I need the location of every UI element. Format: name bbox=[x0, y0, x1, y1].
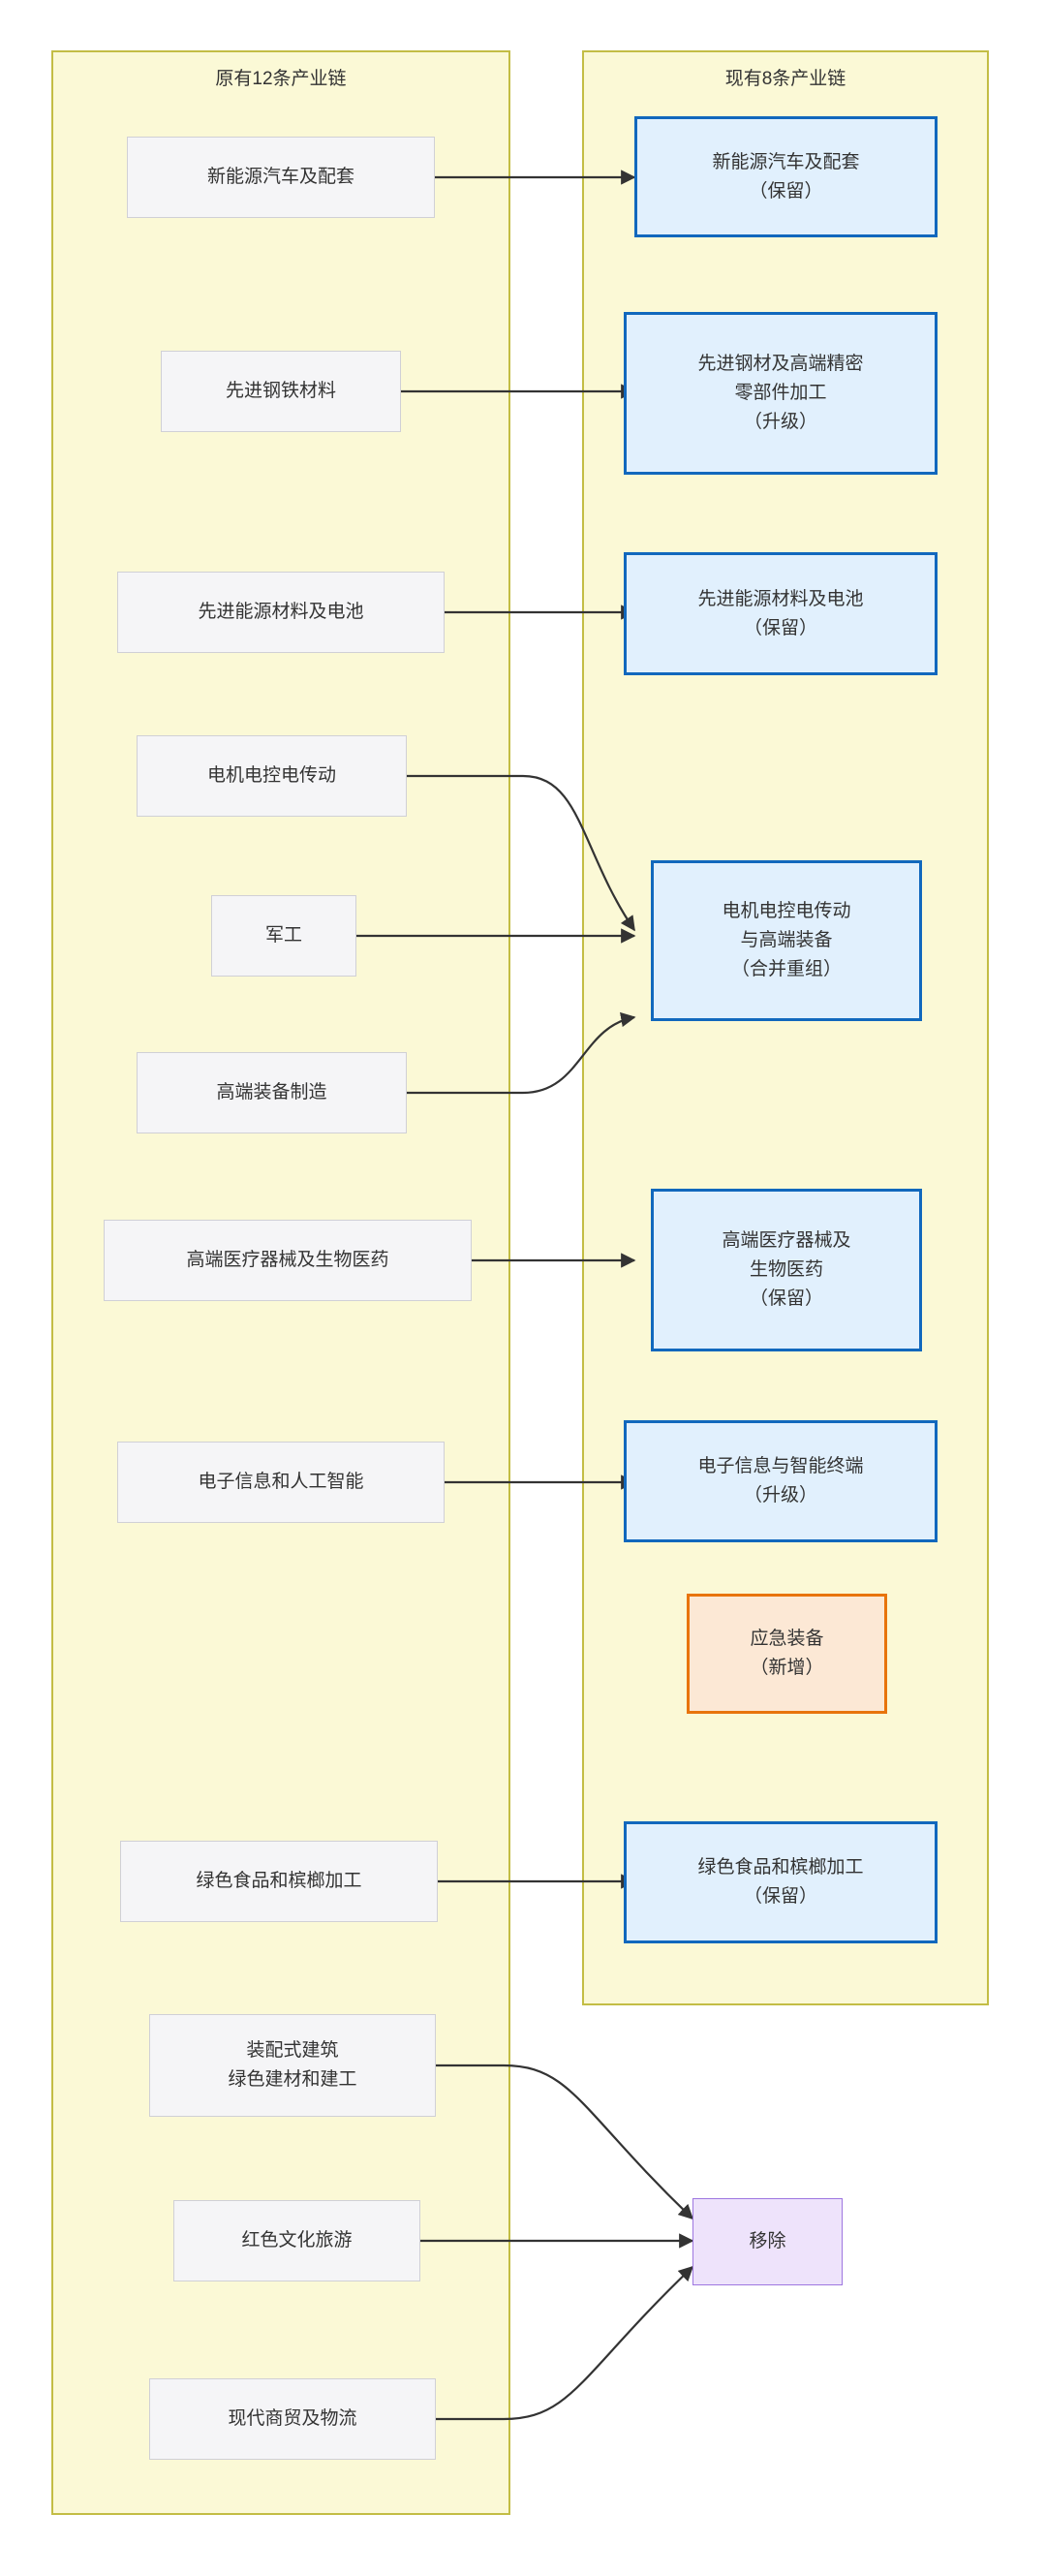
node-current-nev[interactable]: 新能源汽车及配套 （保留） bbox=[634, 116, 938, 237]
node-old-military[interactable]: 军工 bbox=[211, 895, 356, 977]
node-old-logistics[interactable]: 现代商贸及物流 bbox=[149, 2378, 436, 2460]
node-old-food[interactable]: 绿色食品和槟榔加工 bbox=[120, 1841, 438, 1922]
cluster-old-title: 原有12条产业链 bbox=[215, 69, 347, 89]
node-current-food[interactable]: 绿色食品和槟榔加工 （保留） bbox=[624, 1821, 938, 1943]
node-old-equipment[interactable]: 高端装备制造 bbox=[137, 1052, 407, 1133]
node-current-steel[interactable]: 先进钢材及高端精密 零部件加工 （升级） bbox=[624, 312, 938, 475]
node-current-medical[interactable]: 高端医疗器械及 生物医药 （保留） bbox=[651, 1189, 922, 1351]
node-old-tourism[interactable]: 红色文化旅游 bbox=[173, 2200, 420, 2281]
node-current-motor[interactable]: 电机电控电传动 与高端装备 （合并重组） bbox=[651, 860, 922, 1021]
node-current-electronic[interactable]: 电子信息与智能终端 （升级） bbox=[624, 1420, 938, 1542]
node-old-electronic[interactable]: 电子信息和人工智能 bbox=[117, 1442, 445, 1523]
edge-logistics-removed bbox=[436, 2265, 694, 2421]
edge-motor bbox=[407, 774, 635, 932]
node-old-energy[interactable]: 先进能源材料及电池 bbox=[117, 572, 445, 653]
node-old-motor[interactable]: 电机电控电传动 bbox=[137, 735, 407, 817]
edge-equipment bbox=[407, 1011, 636, 1095]
cluster-current-title: 现有8条产业链 bbox=[724, 69, 846, 89]
node-current-energy[interactable]: 先进能源材料及电池 （保留） bbox=[624, 552, 938, 675]
node-old-steel[interactable]: 先进钢铁材料 bbox=[161, 351, 401, 432]
node-current-emergency[interactable]: 应急装备 （新增） bbox=[687, 1594, 887, 1714]
node-old-nev[interactable]: 新能源汽车及配套 bbox=[127, 137, 435, 218]
node-old-medical[interactable]: 高端医疗器械及生物医药 bbox=[104, 1220, 472, 1301]
edge-build-removed bbox=[436, 2064, 694, 2220]
node-old-build[interactable]: 装配式建筑 绿色建材和建工 bbox=[149, 2014, 436, 2117]
node-removed[interactable]: 移除 bbox=[692, 2198, 843, 2285]
